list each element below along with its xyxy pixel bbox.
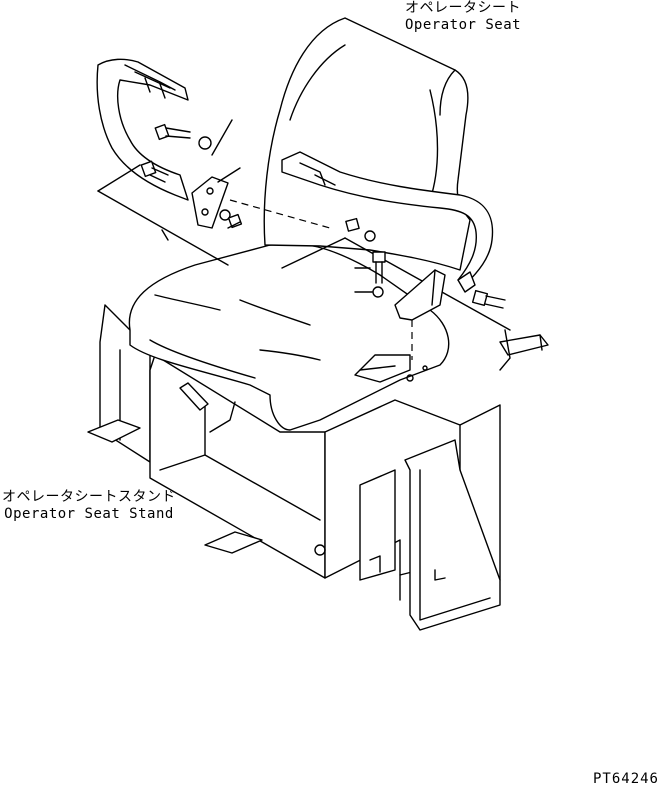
operator-seat-stand-label-jp: オペレータシートスタンド [2, 489, 176, 505]
seat-adjust-lever [180, 383, 208, 410]
washer-upper-left [199, 137, 211, 149]
stand-left-foot [88, 420, 140, 442]
seat-cushion-body [129, 243, 448, 430]
bolt-lower-left [141, 161, 168, 182]
stand-rear-leg [405, 440, 500, 630]
seat-stand [88, 305, 500, 630]
stand-bottom-foot [205, 532, 262, 553]
stand-side-bracket [500, 335, 548, 355]
seat-backrest-shell [264, 18, 470, 270]
nut-upper-right [346, 219, 359, 232]
bolt-vertical-right [373, 252, 385, 283]
operator-seat-label-en: Operator Seat [405, 17, 522, 33]
belt-strap-left [97, 59, 188, 200]
operator-seat-stand-label: オペレータシートスタンド Operator Seat Stand [2, 489, 176, 523]
bolt-side-right [473, 291, 505, 308]
drawing-number: PT64246 [592, 771, 659, 787]
washer-lower-left [220, 210, 230, 220]
washer-upper-right [365, 231, 375, 241]
belt-end-tongue [458, 272, 475, 292]
operator-seat-stand-label-en: Operator Seat Stand [4, 506, 174, 522]
belt-anchor-left [98, 120, 330, 265]
bolt-upper-left [155, 125, 190, 140]
seat-cushion [129, 243, 448, 430]
belt-anchor-plate-left [192, 177, 228, 228]
operator-seat-label: オペレータシート Operator Seat [405, 0, 521, 34]
stand-right-channel [360, 470, 395, 580]
nut-lower-left [229, 215, 242, 228]
seat-backrest [264, 18, 470, 270]
operator-seat-label-jp: オペレータシート [405, 0, 522, 16]
belt-anchor-right [282, 219, 548, 370]
washer-right [373, 287, 383, 297]
seat-slide-rail [355, 355, 410, 382]
